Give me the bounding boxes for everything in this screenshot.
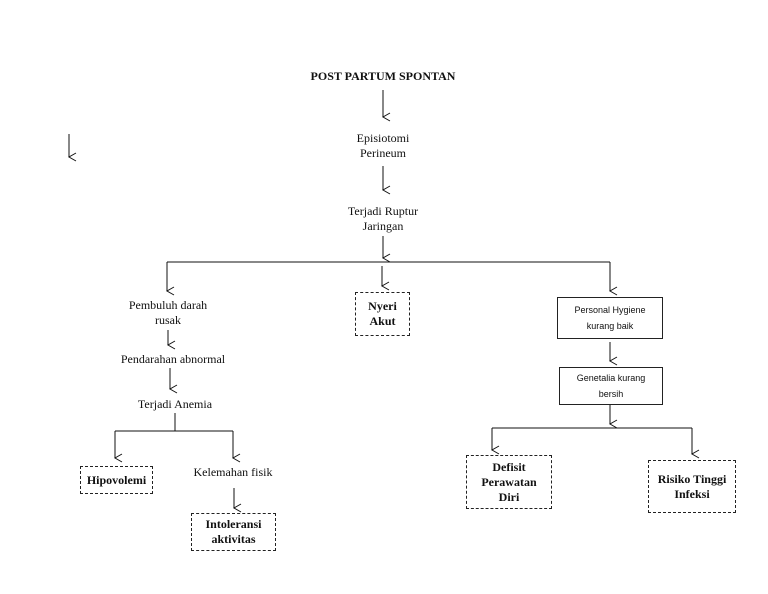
node-kelemahan: Kelemahan fisik xyxy=(193,465,273,479)
node-intoleransi-line2: aktivitas xyxy=(211,532,256,546)
node-ruptur-line1: Terjadi Ruptur xyxy=(347,204,419,218)
node-personal-line2: kurang baik xyxy=(586,321,634,331)
node-pendarahan: Pendarahan abnormal xyxy=(120,352,226,366)
node-pembuluh-line2: rusak xyxy=(155,313,181,327)
node-intoleransi-line1: Intoleransi xyxy=(205,517,262,531)
node-pembuluh-line1: Pembuluh darah xyxy=(128,298,208,312)
node-risiko-line2: Infeksi xyxy=(674,486,710,501)
node-nyeri-line1: Nyeri xyxy=(368,299,397,313)
node-genetalia: Genetalia kurang bersih xyxy=(559,367,663,405)
node-personal: Personal Hygiene kurang baik xyxy=(557,297,663,339)
node-genetalia-line2: bersih xyxy=(598,389,624,399)
node-anemia: Terjadi Anemia xyxy=(137,397,213,411)
node-risiko: Risiko Tinggi Infeksi xyxy=(648,460,736,513)
node-episiotomi-line2: Perineum xyxy=(360,146,406,160)
node-defisit-line1: Defisit xyxy=(492,459,526,474)
node-episiotomi: Episiotomi Perineum xyxy=(313,131,453,161)
node-episiotomi-line1: Episiotomi xyxy=(356,131,410,145)
node-defisit-line2: Perawatan xyxy=(481,474,537,489)
diagram-title: POST PARTUM SPONTAN xyxy=(310,69,456,83)
node-ruptur: Terjadi Ruptur Jaringan xyxy=(313,204,453,234)
node-risiko-line1: Risiko Tinggi xyxy=(657,471,727,486)
node-defisit-line3: Diri xyxy=(498,489,520,504)
node-pembuluh: Pembuluh darah rusak xyxy=(108,298,228,328)
node-hipovolemi: Hipovolemi xyxy=(80,466,153,494)
node-hipovolemi-label: Hipovolemi xyxy=(86,472,147,487)
node-ruptur-line2: Jaringan xyxy=(362,219,404,233)
node-nyeri: Nyeri Akut xyxy=(355,292,410,336)
node-personal-line1: Personal Hygiene xyxy=(574,305,646,315)
node-nyeri-line2: Akut xyxy=(369,314,396,328)
node-genetalia-line1: Genetalia kurang xyxy=(576,373,646,383)
node-intoleransi: Intoleransi aktivitas xyxy=(191,513,276,551)
node-defisit: Defisit Perawatan Diri xyxy=(466,455,552,509)
